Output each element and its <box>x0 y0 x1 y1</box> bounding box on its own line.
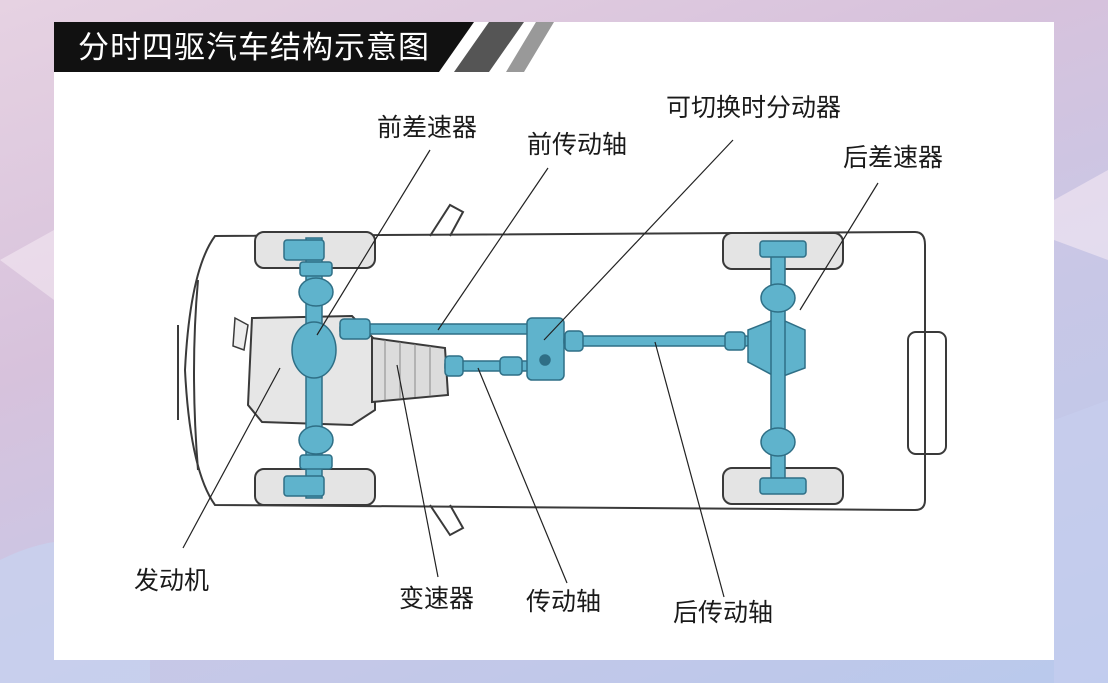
label-engine: 发动机 <box>134 566 210 595</box>
label-front-drive-shaft: 前传动轴 <box>527 130 628 159</box>
leader-drive-shaft <box>477 367 568 584</box>
leader-front-differential <box>316 149 431 336</box>
car-body-outline <box>177 203 947 537</box>
label-front-differential: 前差速器 <box>377 113 478 142</box>
leader-transfer-case <box>543 139 734 341</box>
leader-front-drive-shaft <box>437 167 549 331</box>
transfer-case <box>526 317 565 381</box>
label-drive-shaft: 传动轴 <box>526 587 602 616</box>
transmission <box>371 336 450 404</box>
leader-rear-differential <box>799 182 879 311</box>
leader-engine <box>182 367 281 549</box>
title-banner <box>54 22 554 72</box>
front-differential <box>291 321 337 379</box>
leader-transmission <box>396 364 439 578</box>
rear-drive-shaft <box>563 335 750 347</box>
leader-rear-drive-shaft <box>654 341 725 598</box>
leader-lines <box>182 139 879 598</box>
page-title: 分时四驱汽车结构示意图 <box>78 30 430 66</box>
label-rear-drive-shaft: 后传动轴 <box>673 598 774 627</box>
label-rear-differential: 后差速器 <box>843 143 944 172</box>
drivetrain-components <box>283 237 807 499</box>
label-transmission: 变速器 <box>399 584 475 613</box>
label-transfer-case: 可切换时分动器 <box>666 93 842 122</box>
